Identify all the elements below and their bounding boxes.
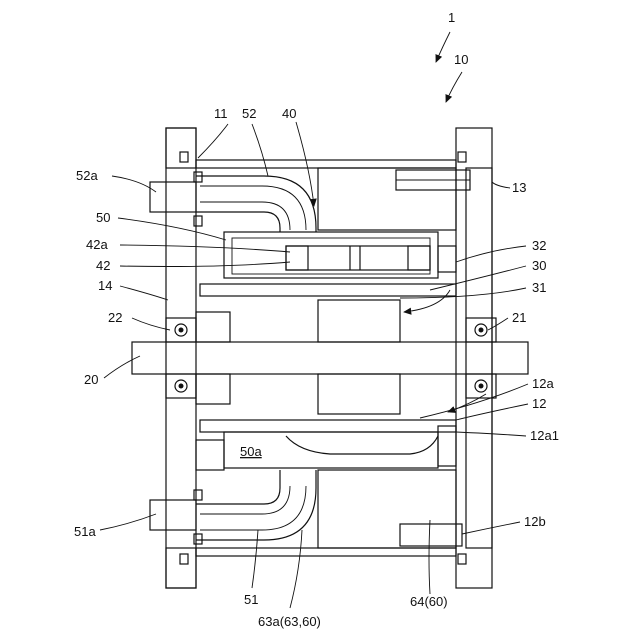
bottom-frame-50a	[196, 426, 456, 470]
label-42a: 42a	[86, 237, 108, 252]
label-52: 52	[242, 106, 256, 121]
label-12b: 12b	[524, 514, 546, 529]
bolts	[180, 152, 466, 564]
label-50a: 50a	[240, 444, 262, 459]
label-12a: 12a	[532, 376, 554, 391]
label-64: 64(60)	[410, 594, 448, 609]
label-42: 42	[96, 258, 110, 273]
label-63a: 63a(63,60)	[258, 614, 321, 629]
label-12a1: 12a1	[530, 428, 559, 443]
pipe-51	[150, 470, 316, 540]
pipe-52	[150, 176, 316, 232]
label-31: 31	[532, 280, 546, 295]
label-40: 40	[282, 106, 296, 121]
bearing-22	[166, 318, 196, 398]
core-block-top	[318, 168, 470, 230]
label-21: 21	[512, 310, 526, 325]
inner-hub	[196, 300, 400, 414]
label-1: 1	[448, 10, 455, 25]
label-11: 11	[214, 106, 228, 121]
label-52a: 52a	[76, 168, 98, 183]
leader-lines	[100, 124, 528, 608]
label-50: 50	[96, 210, 110, 225]
left-end-plate-14	[166, 128, 196, 588]
label-20: 20	[84, 372, 98, 387]
shaft-20	[132, 342, 528, 374]
label-30: 30	[532, 258, 546, 273]
core-block-bottom	[318, 470, 462, 548]
label-12: 12	[532, 396, 546, 411]
top-rotor-frame-50	[224, 232, 456, 278]
bottom-plate-12	[200, 420, 456, 432]
label-32: 32	[532, 238, 546, 253]
outer-housing-11	[196, 160, 456, 556]
label-51a: 51a	[74, 524, 96, 539]
right-end-plate-13	[456, 128, 492, 588]
label-13: 13	[512, 180, 526, 195]
label-14: 14	[98, 278, 112, 293]
labels: 1 10 11 52 40 52a 13 50 42a 42 32 30 14 …	[74, 10, 559, 629]
top-plate-30	[200, 284, 456, 296]
label-51: 51	[244, 592, 258, 607]
arrows	[296, 32, 486, 412]
label-22: 22	[108, 310, 122, 325]
label-10: 10	[454, 52, 468, 67]
